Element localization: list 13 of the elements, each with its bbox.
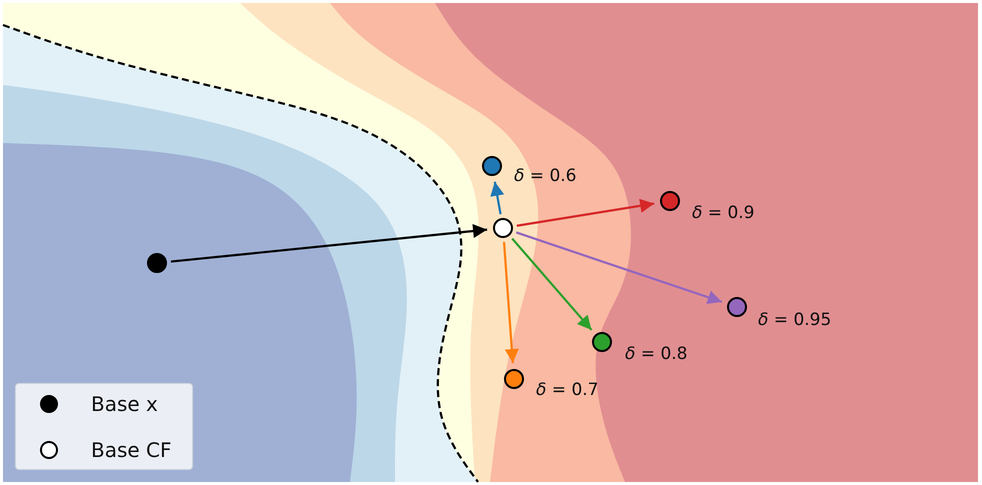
arrow: [170, 224, 488, 263]
arrow: [516, 198, 654, 227]
legend-label: Base CF: [91, 440, 172, 460]
delta-value-label: δ = 0.6: [514, 168, 576, 185]
delta-value-label: δ = 0.9: [692, 205, 754, 222]
arrow: [511, 238, 592, 331]
delta-value-label: δ = 0.7: [536, 382, 598, 399]
delta-value-label: δ = 0.8: [625, 346, 688, 363]
arrow: [516, 231, 722, 304]
delta-value-label: δ = 0.95: [758, 312, 832, 329]
legend-label: Base x: [91, 394, 158, 414]
arrow: [502, 242, 519, 364]
arrow: [490, 182, 504, 214]
